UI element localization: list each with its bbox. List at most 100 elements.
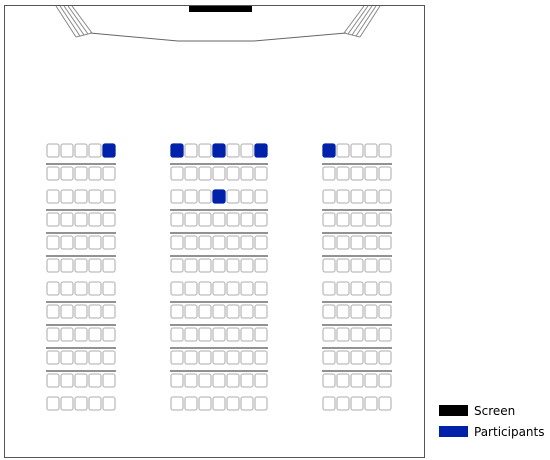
seat [322,373,336,388]
seat [198,143,212,158]
seat [364,281,378,296]
seat [170,327,184,342]
seat [240,235,254,250]
seat [364,350,378,365]
seat [322,396,336,411]
seat [102,258,116,273]
seat [88,189,102,204]
seat [240,304,254,319]
participant-seat [102,143,116,158]
seat [226,258,240,273]
seat [336,258,350,273]
participant-seat [254,143,268,158]
seat [336,327,350,342]
seat [212,281,226,296]
seat [226,212,240,227]
seat [240,350,254,365]
seat [102,304,116,319]
seat [336,304,350,319]
seat [212,166,226,181]
seat [212,373,226,388]
seat [170,281,184,296]
seat [60,258,74,273]
seat [74,304,88,319]
seat [198,350,212,365]
seat [378,350,392,365]
seat-blocks [46,143,392,411]
seat [336,235,350,250]
seat-block-center [170,143,268,411]
participant-seat [170,143,184,158]
seat [212,212,226,227]
seat [102,396,116,411]
left-stage-wall [55,5,93,38]
seat [240,373,254,388]
seat [378,327,392,342]
seat [184,143,198,158]
seat [254,281,268,296]
seat [88,281,102,296]
seat [350,350,364,365]
seat [212,304,226,319]
seat [198,212,212,227]
seat [364,304,378,319]
seat [240,258,254,273]
seat [184,189,198,204]
seat [74,281,88,296]
seat [322,258,336,273]
seat [198,304,212,319]
seat [240,396,254,411]
stage-front-edge [89,32,347,42]
seat [226,396,240,411]
seat [102,373,116,388]
seat [240,143,254,158]
seat [350,396,364,411]
seat [364,143,378,158]
seat [46,396,60,411]
seat-block-left [46,143,116,411]
seat [254,166,268,181]
seat [336,189,350,204]
seat [46,327,60,342]
right-stage-wall [343,5,381,38]
legend-label-participant: Participants [474,425,545,439]
seat [378,304,392,319]
seat [88,258,102,273]
legend-swatch-participant [439,426,468,437]
legend-swatch-screen [439,405,468,416]
seat [336,212,350,227]
seat [226,373,240,388]
seat [322,235,336,250]
seat [212,258,226,273]
seat [74,396,88,411]
seat [240,327,254,342]
seat [364,189,378,204]
seat [254,304,268,319]
seat [350,143,364,158]
seat [74,258,88,273]
seat [184,258,198,273]
legend-label-screen: Screen [474,404,515,418]
seat [226,350,240,365]
seat [212,327,226,342]
seat [60,189,74,204]
seat [88,396,102,411]
seat [170,212,184,227]
seat [226,281,240,296]
seat [226,304,240,319]
seat [254,350,268,365]
seat [350,373,364,388]
seat [102,189,116,204]
seat [364,166,378,181]
seat [184,304,198,319]
seat [322,281,336,296]
seat [364,396,378,411]
seat [170,235,184,250]
seat [46,350,60,365]
seat [198,258,212,273]
seat [74,189,88,204]
seat [378,235,392,250]
seat [226,327,240,342]
seat [88,212,102,227]
